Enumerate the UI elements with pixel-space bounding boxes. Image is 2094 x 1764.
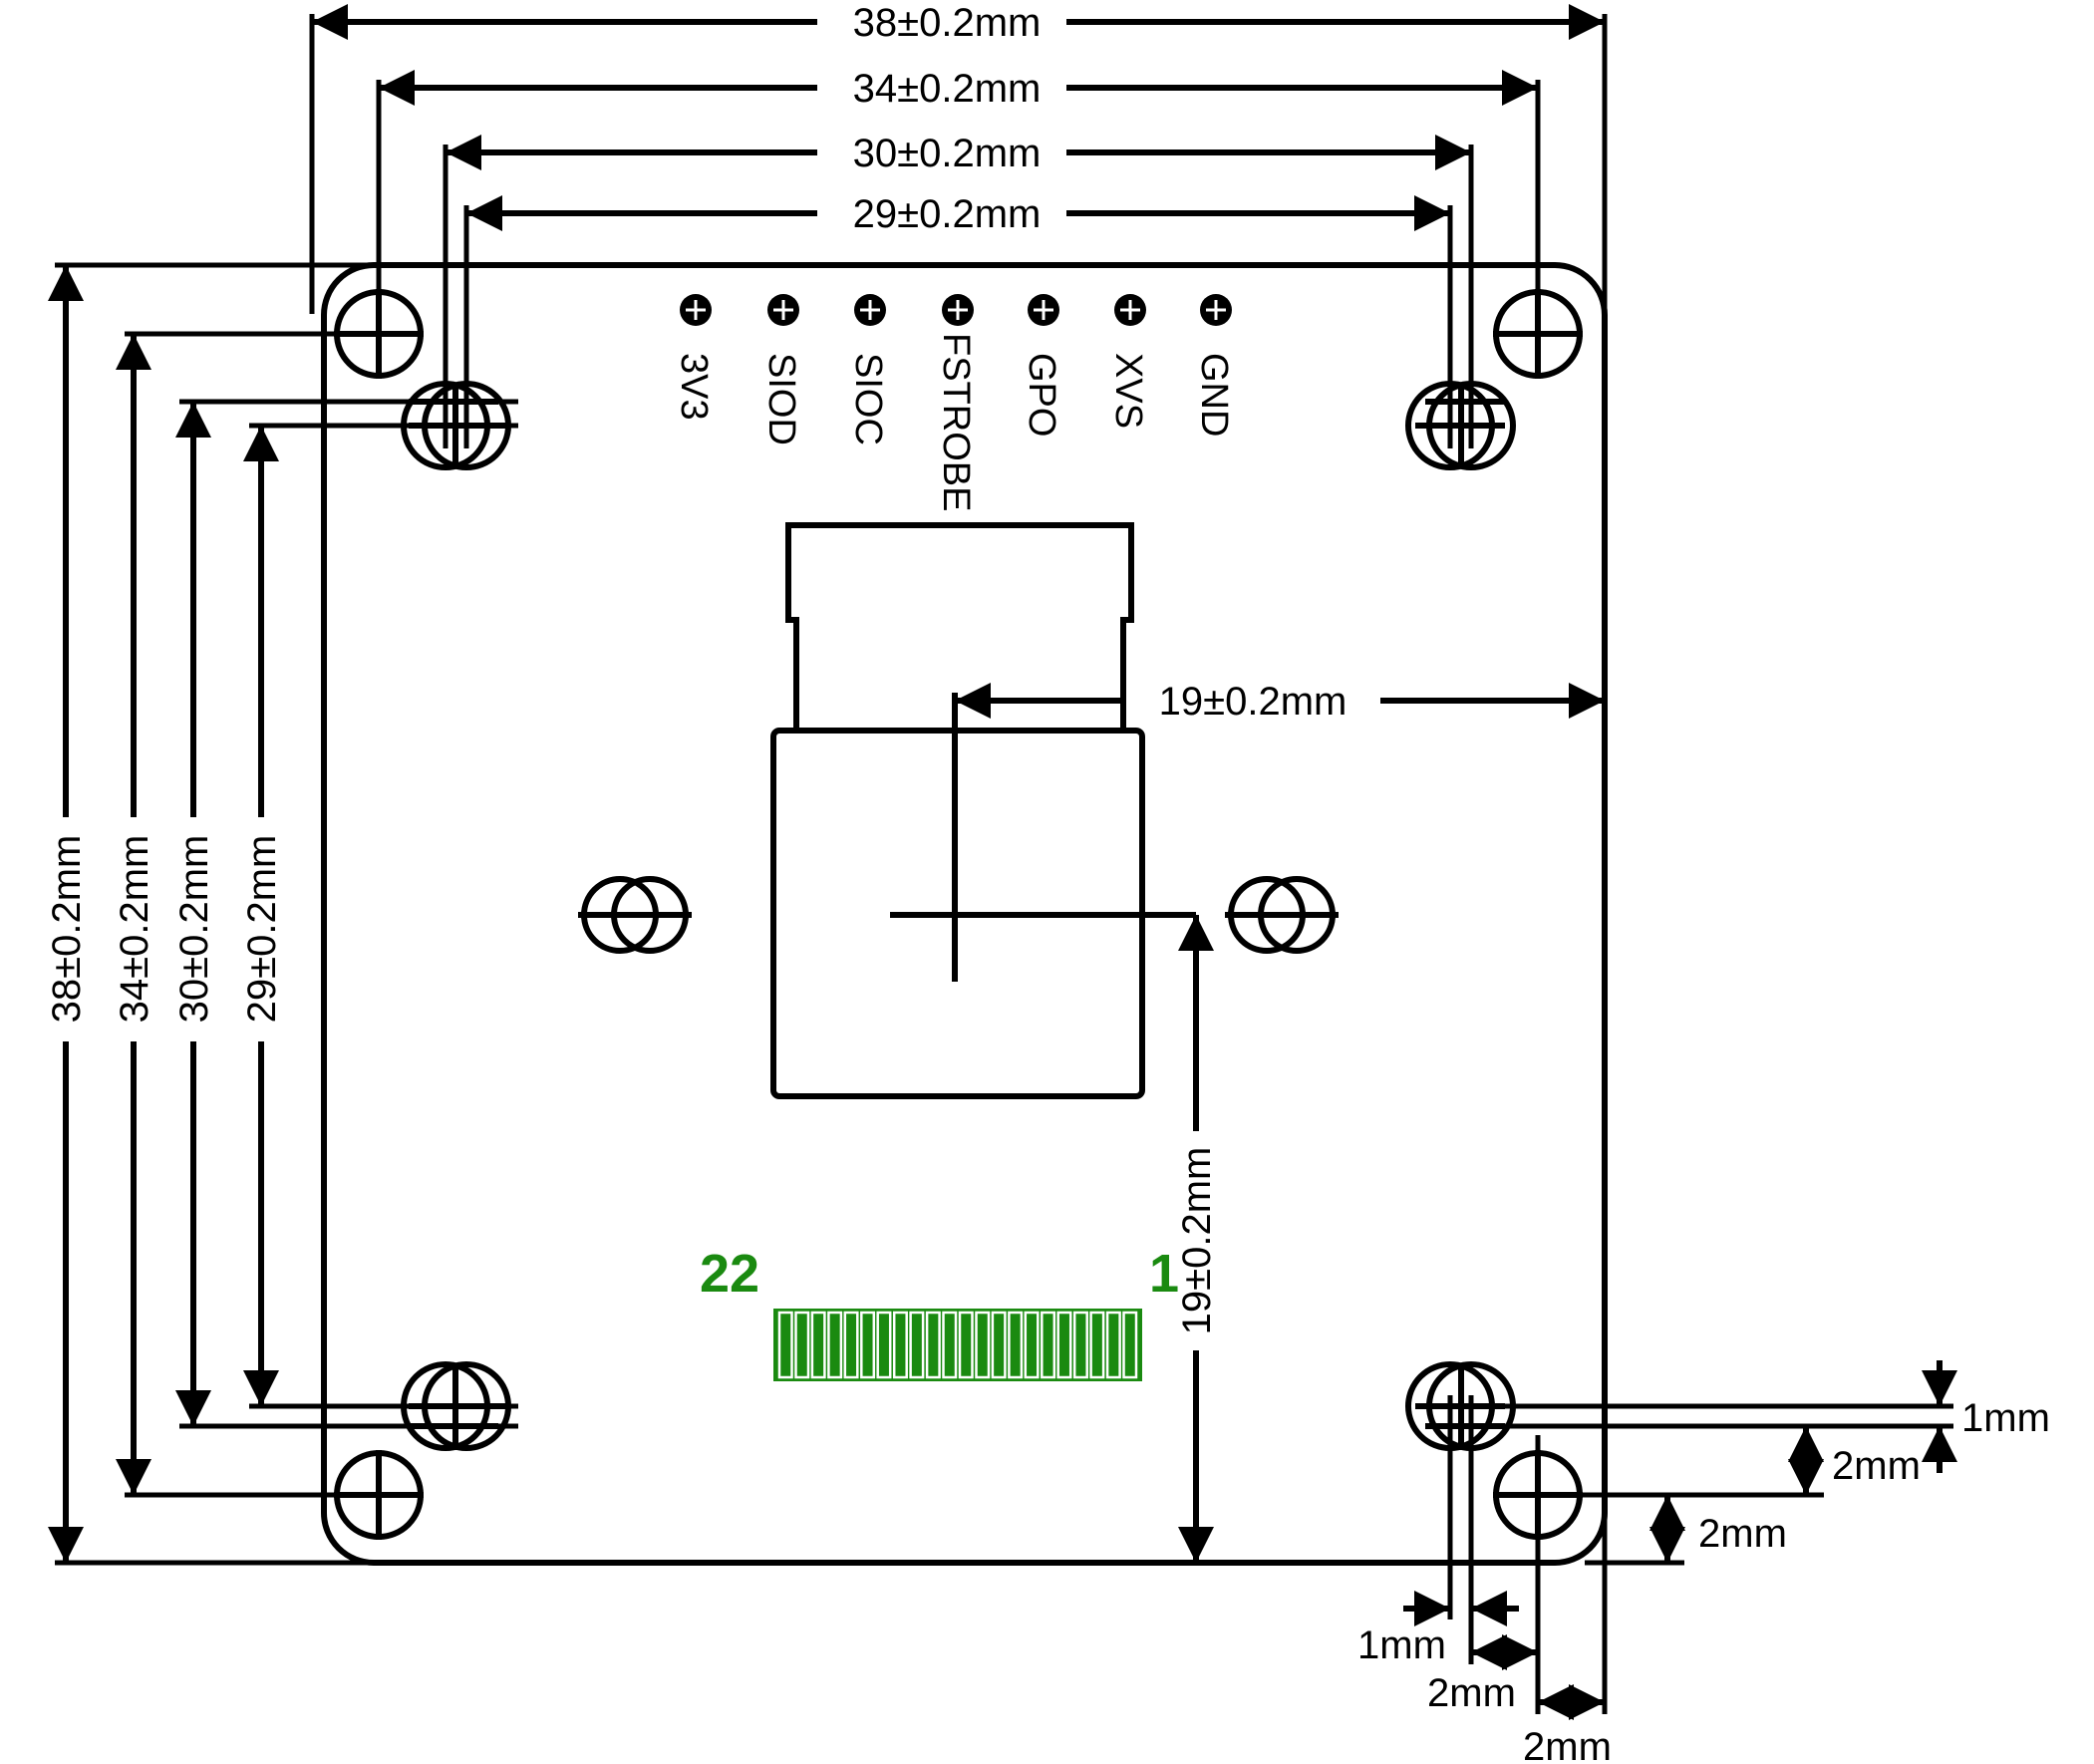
pin-label-sioc: SIOC [847, 353, 889, 445]
dim-bottom-1mm: 1mm [1357, 1623, 1446, 1667]
dim-center-horizontal: 19±0.2mm [1159, 680, 1347, 724]
connector-pin [909, 1311, 925, 1379]
connector-pin [942, 1311, 958, 1379]
pin-label-gpo: GPO [1021, 353, 1062, 437]
connector-pin-first: 1 [1149, 1244, 1179, 1304]
dim-bottom-2mm-a: 2mm [1427, 1671, 1516, 1715]
connector-pins [777, 1311, 1138, 1379]
connector-pin [1105, 1311, 1121, 1379]
pin-label-siod: SIOD [760, 353, 802, 445]
dim-bottom-2mm-b: 2mm [1523, 1725, 1612, 1764]
pin-label-gnd: GND [1193, 353, 1235, 437]
connector-pin [1024, 1311, 1040, 1379]
pad-fstrobe: FSTROBE [935, 294, 977, 511]
dim-top-38: 38±0.2mm [853, 1, 1042, 45]
dim-top-34: 34±0.2mm [853, 67, 1042, 111]
connector-pin [810, 1311, 826, 1379]
pin-label-3v3: 3V3 [673, 353, 715, 421]
connector-pin [843, 1311, 859, 1379]
connector-pin [1122, 1311, 1138, 1379]
pin-label-xvs: XVS [1107, 353, 1149, 429]
test-pads: 3V3 SIOD SIOC FSTROBE GPO XVS GND [673, 294, 1235, 511]
lens-screw-holes [578, 876, 1339, 954]
extension-lines [55, 14, 1953, 1714]
board-outline [321, 262, 1608, 1566]
fpc-connector: 22 1 [700, 1244, 1179, 1381]
top-dimension-labels: 38±0.2mm 34±0.2mm 30±0.2mm 29±0.2mm [853, 1, 1042, 236]
pad-sioc: SIOC [847, 294, 889, 445]
dim-left-34: 34±0.2mm [113, 835, 156, 1024]
dim-left-30: 30±0.2mm [172, 835, 216, 1024]
sensor-block [770, 522, 1196, 1099]
dim-left-29: 29±0.2mm [240, 835, 284, 1024]
dim-right-2mm-a: 2mm [1832, 1444, 1921, 1488]
connector-pin [991, 1311, 1007, 1379]
right-offset-dimensions: 1mm 2mm 2mm [1649, 1360, 2050, 1563]
connector-pin [975, 1311, 991, 1379]
connector-body [773, 1309, 1142, 1381]
pin-label-fstrobe: FSTROBE [935, 333, 977, 511]
pad-gnd: GND [1193, 294, 1235, 437]
connector-pin [876, 1311, 892, 1379]
dim-right-2mm-b: 2mm [1698, 1512, 1787, 1556]
connector-pin [958, 1311, 974, 1379]
dim-top-30: 30±0.2mm [853, 132, 1042, 175]
connector-pin [1056, 1311, 1072, 1379]
center-horizontal-dimension: 19±0.2mm [955, 680, 1605, 724]
pad-xvs: XVS [1107, 294, 1149, 429]
connector-pin [777, 1311, 793, 1379]
pad-siod: SIOD [760, 294, 802, 445]
connector-pin [827, 1311, 843, 1379]
connector-pin [1072, 1311, 1088, 1379]
connector-pin [892, 1311, 908, 1379]
connector-pin [794, 1311, 810, 1379]
dim-top-29: 29±0.2mm [853, 192, 1042, 236]
left-dimension-labels: 38±0.2mm 34±0.2mm 30±0.2mm 29±0.2mm [45, 835, 284, 1024]
pad-3v3: 3V3 [673, 294, 715, 421]
dim-left-38: 38±0.2mm [45, 835, 89, 1024]
connector-pin-last: 22 [700, 1244, 759, 1304]
connector-pin [860, 1311, 876, 1379]
dim-center-vertical: 19±0.2mm [1175, 1147, 1219, 1335]
connector-pin [925, 1311, 941, 1379]
connector-pin [1008, 1311, 1024, 1379]
dim-right-1mm: 1mm [1961, 1396, 2050, 1440]
pad-gpo: GPO [1021, 294, 1062, 437]
connector-pin [1041, 1311, 1056, 1379]
left-dimension-lines [48, 265, 279, 1563]
connector-pin [1089, 1311, 1105, 1379]
bottom-offset-dimensions: 1mm 2mm 2mm [1357, 1591, 1612, 1764]
top-dimension-lines [312, 4, 1605, 231]
center-vertical-dimension: 19±0.2mm [1175, 915, 1219, 1563]
mounting-holes [334, 289, 1583, 1540]
